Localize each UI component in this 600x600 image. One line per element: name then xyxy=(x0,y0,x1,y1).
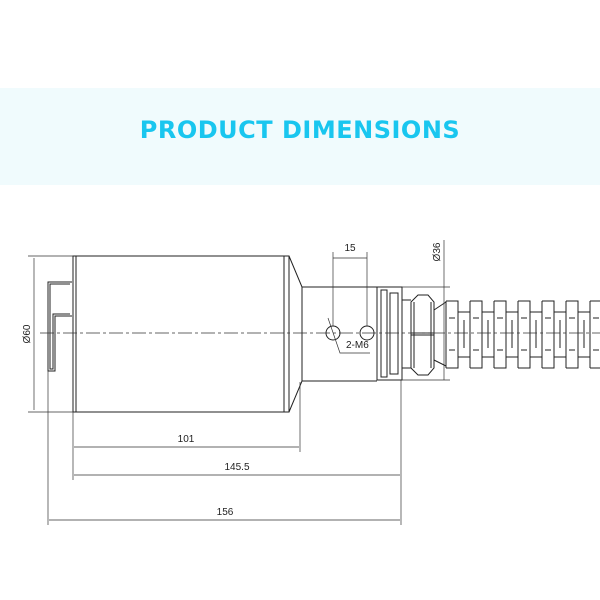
sensor-body xyxy=(47,255,303,413)
page-title: PRODUCT DIMENSIONS xyxy=(139,116,461,144)
svg-text:156: 156 xyxy=(217,507,234,518)
svg-text:Ø60: Ø60 xyxy=(22,324,33,343)
title-banner xyxy=(0,88,600,185)
corrugated-cable xyxy=(445,300,600,369)
hex-nut xyxy=(410,294,447,376)
cable-corrugation xyxy=(445,300,600,369)
svg-text:2-M6: 2-M6 xyxy=(346,340,369,351)
neck xyxy=(302,286,377,382)
dim-body-length: 101 xyxy=(72,382,301,480)
svg-text:Ø36: Ø36 xyxy=(432,242,443,261)
dim-length-to-connector: 145.5 xyxy=(74,380,402,525)
dim-connector-diameter: Ø36 xyxy=(402,240,450,381)
svg-text:15: 15 xyxy=(344,243,356,254)
dim-overall-length: 156 xyxy=(47,371,400,525)
svg-text:145.5: 145.5 xyxy=(224,462,249,473)
svg-text:101: 101 xyxy=(178,434,195,445)
dim-body-diameter: Ø60 xyxy=(22,255,73,413)
connector-flange xyxy=(376,286,411,381)
dim-hole-spacing: 15 xyxy=(332,243,368,326)
dim-holes-label: 2-M6 xyxy=(327,317,370,354)
